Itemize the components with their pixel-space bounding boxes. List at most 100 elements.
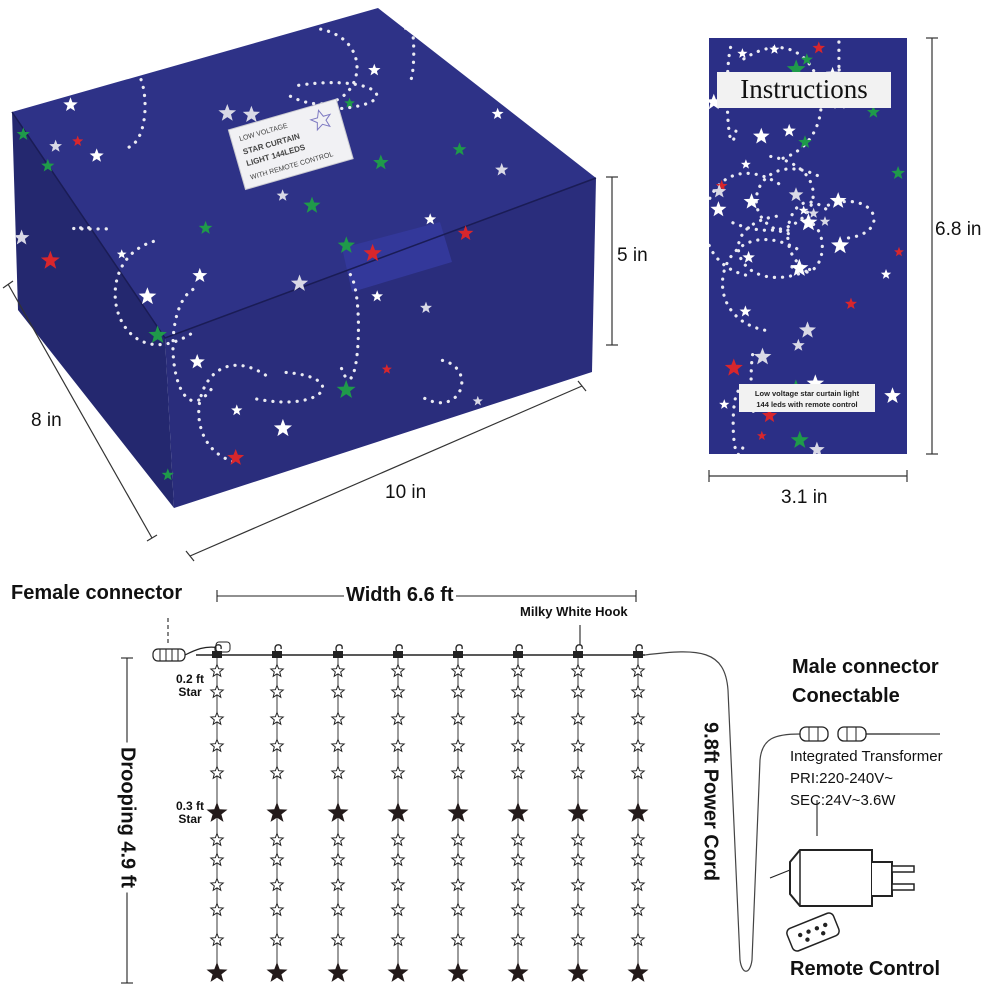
small-star-icon xyxy=(570,852,586,867)
small-star-icon xyxy=(630,832,646,847)
clip-icon xyxy=(333,651,343,658)
drooping-label: Drooping 4.9 ft xyxy=(115,742,139,893)
small-star-icon xyxy=(390,738,406,753)
hook-icon xyxy=(274,644,282,656)
booklet-decoration xyxy=(709,38,905,454)
clip-icon xyxy=(513,651,523,658)
large-star-icon xyxy=(387,962,409,982)
large-star-icon xyxy=(627,802,649,822)
decor-star-icon xyxy=(16,127,30,140)
small-star-icon xyxy=(209,852,225,867)
small-star-word-label: Star xyxy=(178,685,202,699)
booklet-caption-line1: Low voltage star curtain light xyxy=(755,389,860,398)
decor-layer xyxy=(709,38,905,454)
small-star-icon xyxy=(269,877,285,892)
decor-star-icon xyxy=(63,97,78,111)
small-star-icon xyxy=(510,852,526,867)
small-star-icon xyxy=(510,832,526,847)
transformer-label: Integrated Transformer xyxy=(790,748,943,765)
small-star-icon xyxy=(269,663,285,678)
clip-icon xyxy=(633,651,643,658)
dotted-swirl xyxy=(423,358,464,405)
booklet-height-label: 6.8 in xyxy=(935,219,982,240)
small-star-icon xyxy=(209,765,225,780)
decor-star-icon xyxy=(116,249,127,259)
decor-star-icon xyxy=(880,269,892,279)
small-star-icon xyxy=(630,932,646,947)
decor-star-icon xyxy=(724,358,743,376)
small-star-icon xyxy=(450,877,466,892)
small-star-icon xyxy=(450,932,466,947)
small-star-icon xyxy=(510,902,526,917)
booklet-caption-line2: 144 leds with remote control xyxy=(756,400,857,409)
booklet-width-label: 3.1 in xyxy=(781,487,828,508)
decor-star-icon xyxy=(41,158,55,172)
small-star-icon xyxy=(630,711,646,726)
power-cord xyxy=(644,651,801,972)
dotted-swirl xyxy=(826,199,876,240)
box-height-label: 5 in xyxy=(617,245,648,266)
box-left-side xyxy=(12,112,174,508)
large-star-icon xyxy=(447,802,469,822)
decor-star-icon xyxy=(798,205,809,215)
decor-star-icon xyxy=(831,236,850,254)
small-star-icon xyxy=(450,684,466,699)
small-star-icon xyxy=(209,877,225,892)
large-star-icon xyxy=(567,802,589,822)
small-star-icon xyxy=(570,877,586,892)
strand xyxy=(567,644,589,982)
small-star-icon xyxy=(510,877,526,892)
decor-star-icon xyxy=(242,105,260,122)
small-star-icon xyxy=(570,684,586,699)
small-star-icon xyxy=(330,852,346,867)
decor-star-icon xyxy=(373,154,389,170)
dotted-swirl xyxy=(709,171,781,278)
decor-star-icon xyxy=(131,19,143,31)
decor-star-icon xyxy=(290,274,309,291)
booklet-title: Instructions xyxy=(740,74,868,104)
decor-star-icon xyxy=(89,148,104,162)
booklet-caption-plate xyxy=(739,384,875,412)
large-star-icon xyxy=(266,802,288,822)
decor-star-icon xyxy=(799,213,818,231)
decor-star-icon xyxy=(812,41,826,54)
small-star-icon xyxy=(209,832,225,847)
decor-star-icon xyxy=(769,44,780,54)
decor-star-icon xyxy=(761,407,778,423)
decor-star-icon xyxy=(371,290,383,302)
small-star-icon xyxy=(330,902,346,917)
decor-star-icon xyxy=(482,55,500,72)
dotted-swirl xyxy=(197,363,268,465)
small-star-icon xyxy=(390,663,406,678)
power-cord-label: 9.8ft Power Cord xyxy=(699,722,722,881)
decor-star-icon xyxy=(799,321,816,338)
dotted-swirl xyxy=(731,154,815,232)
dotted-swirl xyxy=(736,214,808,279)
small-star-icon xyxy=(630,663,646,678)
decor-star-icon xyxy=(788,187,804,202)
decor-star-icon xyxy=(741,159,751,169)
female-connector-icon xyxy=(152,641,231,662)
small-star-icon xyxy=(390,902,406,917)
decor-star-icon xyxy=(198,220,213,234)
decor-star-icon xyxy=(161,468,174,481)
small-star-icon xyxy=(510,932,526,947)
small-star-icon xyxy=(390,932,406,947)
decor-star-icon xyxy=(829,192,847,208)
decor-star-icon xyxy=(84,79,96,90)
decor-star-icon xyxy=(363,243,382,262)
decor-star-icon xyxy=(737,48,748,58)
small-star-icon xyxy=(390,684,406,699)
decor-star-icon xyxy=(719,399,730,409)
small-star-icon xyxy=(450,663,466,678)
box-dimension-lines xyxy=(2,176,618,562)
decor-star-icon xyxy=(790,258,809,276)
decor-star-icon xyxy=(344,97,355,108)
large-star-icon xyxy=(627,962,649,982)
clip-icon xyxy=(453,651,463,658)
dotted-swirl xyxy=(790,217,824,274)
decor-star-icon xyxy=(189,354,205,369)
large-star-size-label: 0.3 ft xyxy=(175,799,204,813)
decor-star-icon xyxy=(40,250,60,269)
male-connector-icon xyxy=(799,726,900,742)
